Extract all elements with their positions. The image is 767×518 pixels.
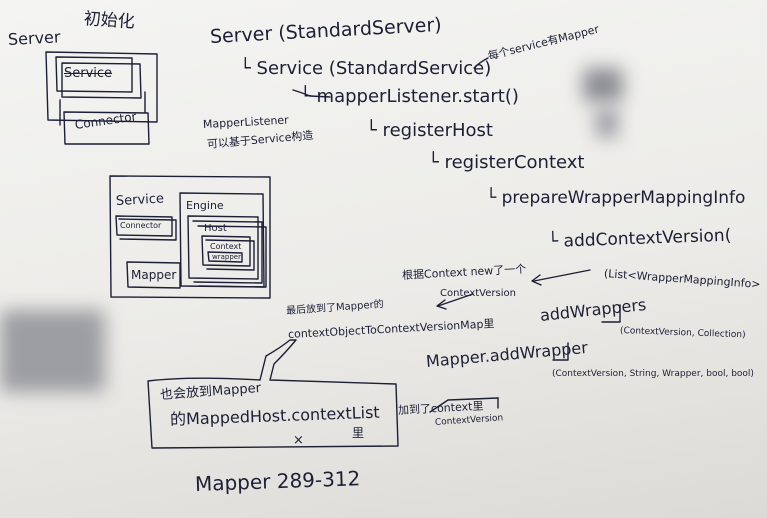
service-box <box>55 56 133 93</box>
init-heading: 初始化 <box>83 9 136 33</box>
service-box-shadow <box>61 62 142 99</box>
container-context-label: Context <box>210 242 242 251</box>
container-connector-label: Connector <box>120 221 162 230</box>
container-mapper-label: Mapper <box>131 268 177 282</box>
container-service-label: Service <box>115 191 165 209</box>
service-container-box <box>109 175 271 299</box>
connector-box <box>63 111 150 145</box>
host-box <box>187 215 259 280</box>
container-engine-label: Engine <box>186 199 224 212</box>
chain-mapper-listener-start: └ mapperListener.start() <box>300 86 519 107</box>
context-box <box>201 235 251 267</box>
topology-server-label: Server <box>7 27 61 49</box>
wrapper-mini-box <box>207 251 243 263</box>
chain-register-context: └ registerContext <box>428 152 585 173</box>
x-mark: × <box>293 433 304 448</box>
chain-prepare-wrapper: └ prepareWrapperMappingInfo <box>486 188 746 208</box>
topology-service-label: Service <box>64 66 113 81</box>
mapper-add-wrapper-args: (ContextVersion, String, Wrapper, bool, … <box>552 369 754 379</box>
connector-mini-box <box>115 215 173 237</box>
new-context-version-2: ContextVersion <box>440 288 516 299</box>
boxed-note-line2-end: 里 <box>352 426 365 440</box>
mapper-mini-box <box>126 261 181 289</box>
server-box <box>45 51 158 123</box>
chain-service: └ Service (StandardService) <box>240 58 492 79</box>
boxed-note-outline <box>147 339 399 449</box>
container-wrapper-label: wrapper <box>212 253 241 261</box>
chain-register-host: └ registerHost <box>366 120 493 141</box>
redacted-patch-top <box>583 68 623 102</box>
container-host-label: Host <box>204 223 227 234</box>
redacted-patch-left <box>0 310 105 392</box>
redacted-patch-top2 <box>596 108 618 138</box>
